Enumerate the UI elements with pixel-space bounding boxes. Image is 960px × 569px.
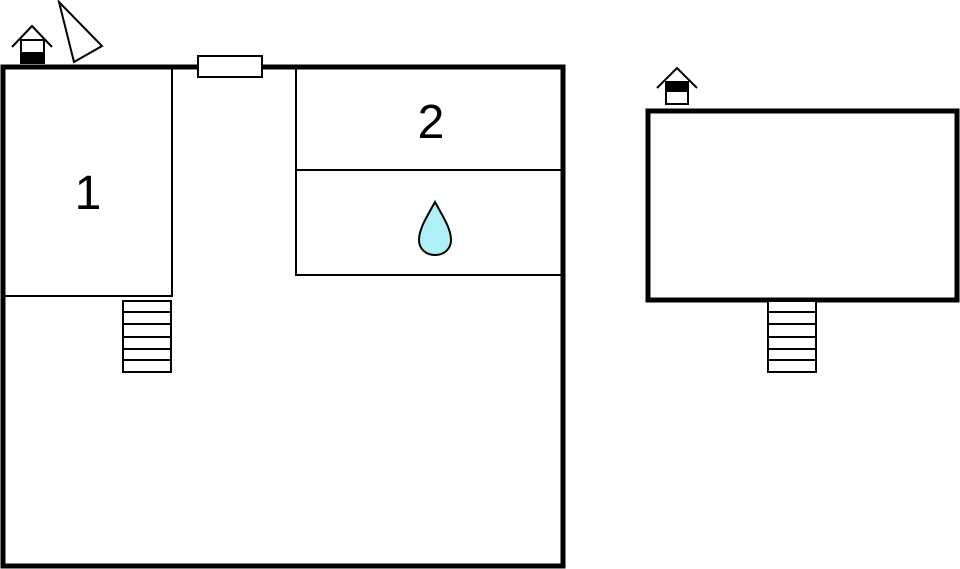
- building-a-outline: [0, 64, 566, 569]
- room-2-label: 2: [417, 96, 445, 149]
- window: [197, 55, 263, 78]
- room-1-label: 1: [74, 167, 102, 220]
- north-arrow-icon: [57, 0, 104, 64]
- building-b-outline: [645, 108, 960, 303]
- room-2-walls: [295, 67, 561, 276]
- entrance-icon-b: [656, 66, 698, 105]
- stairs-icon-b: [767, 300, 817, 373]
- stairs-icon: [122, 300, 172, 373]
- room-1-walls: [3, 67, 173, 297]
- entrance-icon: [11, 24, 53, 64]
- water-drop-icon: [417, 199, 453, 257]
